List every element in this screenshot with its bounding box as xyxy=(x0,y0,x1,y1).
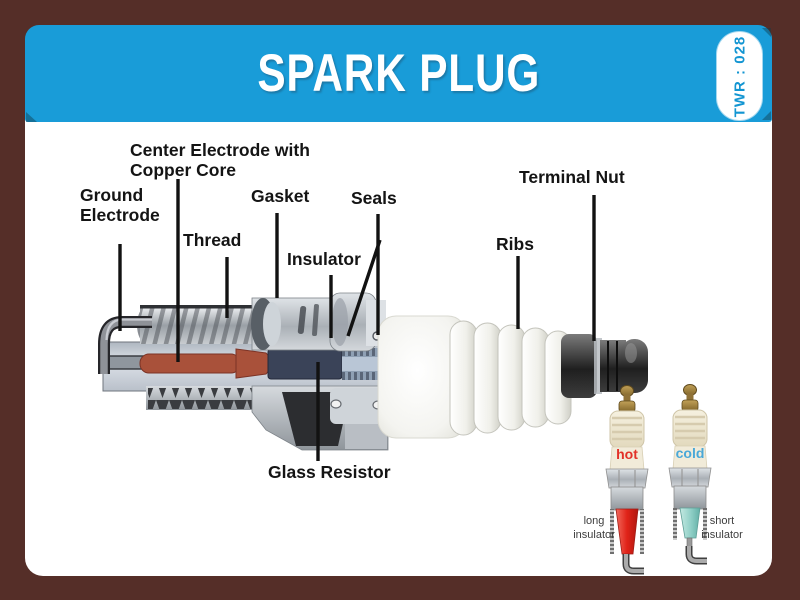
label-seals: Seals xyxy=(351,188,397,208)
copper-core-part xyxy=(139,348,272,379)
short-insulator-tip xyxy=(679,507,701,539)
cold-ground-electrode xyxy=(685,546,707,565)
rib xyxy=(449,320,478,436)
label-ground-electrode: Ground Electrode xyxy=(80,185,160,226)
insulator-part xyxy=(377,315,572,439)
label-cold: cold xyxy=(675,445,705,461)
spark-plug-cutaway-illustration xyxy=(98,292,648,451)
rib xyxy=(497,324,526,431)
page-title: SPARK PLUG xyxy=(257,44,540,103)
leader-seals-diagonal xyxy=(346,239,382,337)
glass-resistor-part xyxy=(267,348,343,380)
leader-lines xyxy=(118,179,596,461)
terminal-nut-part xyxy=(561,334,648,398)
ground-electrode-part xyxy=(98,316,152,374)
hot-plug-illustration xyxy=(605,385,649,575)
label-ribs: Ribs xyxy=(496,234,534,254)
label-terminal-nut: Terminal Nut xyxy=(519,167,625,187)
caption-short-insulator: short insulator xyxy=(701,515,743,541)
hex-shell-part xyxy=(251,297,337,351)
caption-long-insulator: long insulator xyxy=(573,515,615,541)
hot-ground-electrode xyxy=(622,554,644,575)
label-glass-resistor: Glass Resistor xyxy=(268,462,391,482)
header-band: SPARK PLUG xyxy=(25,25,772,122)
rib xyxy=(473,322,502,434)
thread-part xyxy=(137,305,268,344)
label-thread: Thread xyxy=(183,230,242,250)
label-gasket: Gasket xyxy=(251,186,310,206)
cold-plug-illustration xyxy=(668,384,712,565)
label-center-electrode: Center Electrode with Copper Core xyxy=(130,140,310,181)
band-fold-marks xyxy=(26,28,771,122)
label-hot: hot xyxy=(616,446,638,462)
code-badge: TWR : 028 xyxy=(717,32,762,120)
long-insulator-tip xyxy=(615,508,639,555)
label-insulator: Insulator xyxy=(287,249,361,269)
bottom-shell-part xyxy=(146,385,389,451)
